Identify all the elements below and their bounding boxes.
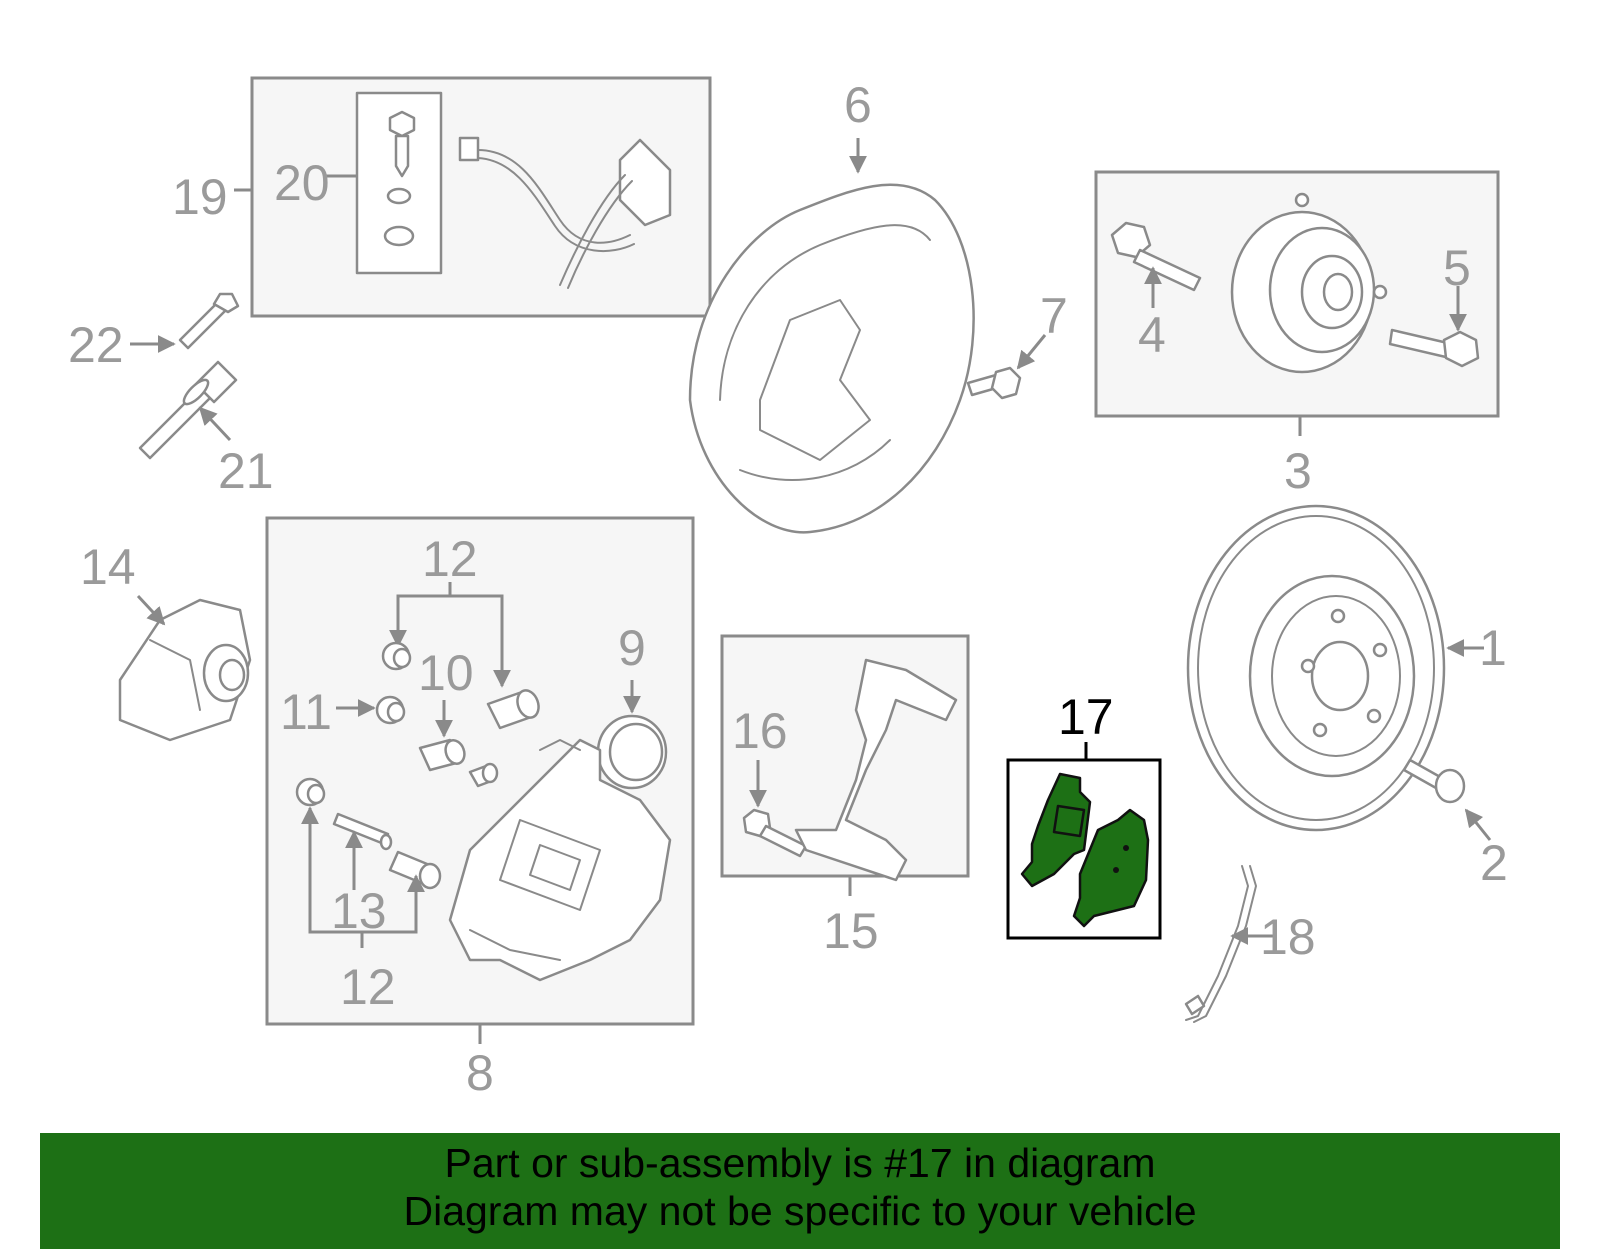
piston-seal-9-icon bbox=[596, 714, 668, 790]
bolt-5-icon bbox=[1388, 328, 1480, 368]
callout-8: 8 bbox=[466, 1045, 494, 1101]
wear-sensor-18-icon bbox=[1184, 865, 1257, 1023]
brake-pad-inner-icon bbox=[1020, 772, 1092, 888]
callout-13: 13 bbox=[331, 883, 387, 939]
group-3-box bbox=[1094, 170, 1500, 418]
guide-sleeve-12-icon bbox=[486, 689, 540, 730]
callout-17: 17 bbox=[1058, 689, 1114, 745]
brake-pad-outer-icon bbox=[1072, 808, 1150, 928]
callout-5: 5 bbox=[1443, 240, 1471, 296]
callout-1: 1 bbox=[1479, 620, 1507, 676]
bolt-7-icon bbox=[966, 366, 1022, 400]
bushing-12-icon bbox=[381, 641, 412, 671]
callout-14: 14 bbox=[80, 539, 136, 595]
callout-22: 22 bbox=[68, 317, 124, 373]
callout-12-top: 12 bbox=[422, 531, 478, 587]
group-8-box bbox=[265, 516, 695, 1026]
brake-rotor-1-icon bbox=[1186, 504, 1446, 832]
washer-icon bbox=[386, 187, 412, 205]
parking-brake-motor-14-icon bbox=[118, 598, 252, 742]
callout-19: 19 bbox=[172, 169, 228, 225]
callout-9: 9 bbox=[618, 620, 646, 676]
sensor-21-icon bbox=[138, 360, 238, 460]
callout-15: 15 bbox=[823, 903, 879, 959]
callout-7: 7 bbox=[1040, 288, 1068, 344]
bolt-16-icon bbox=[742, 808, 808, 858]
bushing-12-lower-icon bbox=[295, 777, 326, 807]
info-banner: Part or sub-assembly is #17 in diagram D… bbox=[40, 1133, 1560, 1249]
bolt-22-icon bbox=[178, 292, 240, 350]
pin-10-icon bbox=[418, 738, 499, 788]
callout-3: 3 bbox=[1284, 443, 1312, 499]
bolt-4-icon bbox=[1110, 221, 1202, 292]
group-19-box bbox=[234, 76, 712, 318]
banner-line-disclaimer: Diagram may not be specific to your vehi… bbox=[403, 1188, 1197, 1234]
anti-rattle-clip-15-icon bbox=[794, 658, 958, 882]
callout-6: 6 bbox=[844, 77, 872, 133]
callout-4: 4 bbox=[1138, 307, 1166, 363]
cap-11-icon bbox=[375, 695, 406, 725]
callout-21: 21 bbox=[218, 443, 274, 499]
callout-20: 20 bbox=[274, 155, 330, 211]
callout-10: 10 bbox=[418, 645, 474, 701]
bolt-20-icon bbox=[388, 110, 416, 178]
callout-12-bottom: 12 bbox=[340, 959, 396, 1015]
wheel-speed-sensor-harness-icon bbox=[458, 136, 672, 289]
dust-shield-6-icon bbox=[688, 183, 975, 534]
callout-11: 11 bbox=[280, 684, 332, 740]
screw-2-icon bbox=[1402, 758, 1466, 804]
callout-16: 16 bbox=[732, 703, 788, 759]
banner-line-part: Part or sub-assembly is #17 in diagram bbox=[444, 1140, 1156, 1186]
callout-2: 2 bbox=[1480, 835, 1508, 891]
brake-caliper-icon bbox=[448, 738, 672, 982]
group-15-box bbox=[720, 634, 970, 882]
guide-pin-13-icon bbox=[332, 812, 393, 851]
callout-18: 18 bbox=[1260, 909, 1316, 965]
washer-icon bbox=[383, 225, 415, 247]
group-17-box bbox=[1006, 742, 1162, 940]
wheel-hub-icon bbox=[1230, 192, 1388, 374]
